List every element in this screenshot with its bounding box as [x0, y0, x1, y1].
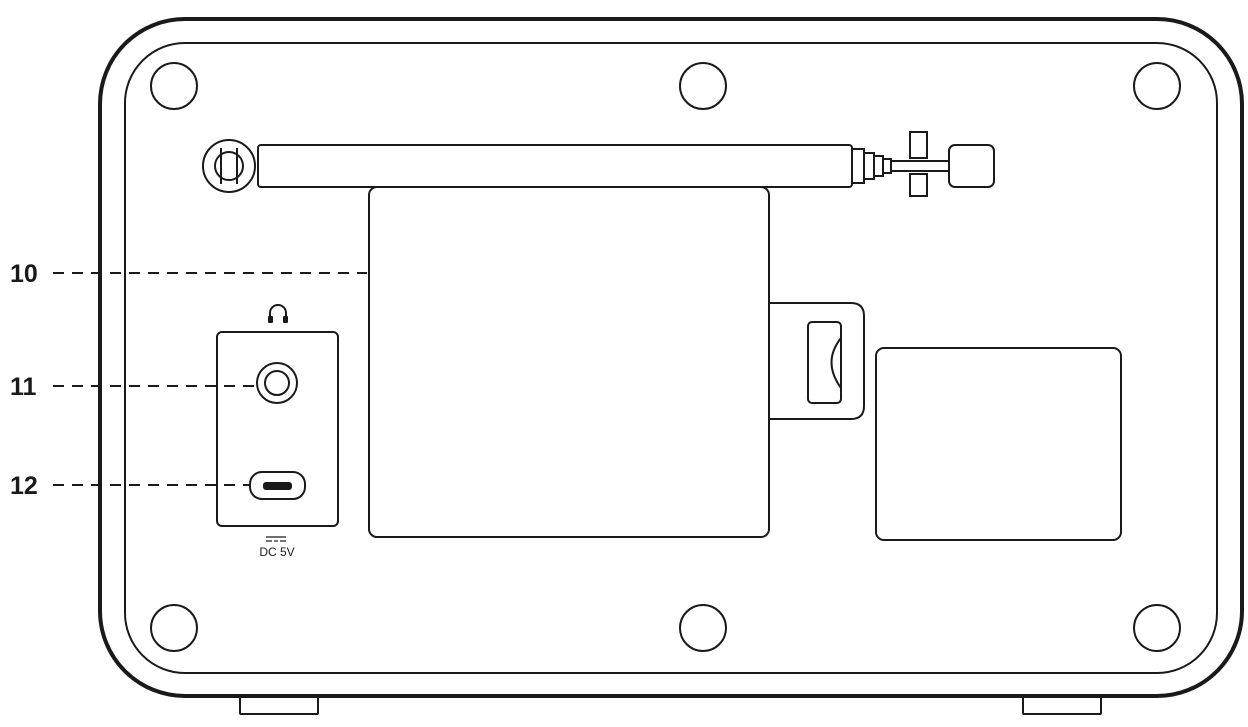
antenna-segment — [873, 155, 884, 177]
antenna-segment — [882, 158, 892, 174]
antenna-clip-top — [909, 131, 928, 159]
foot-right — [1022, 695, 1102, 715]
cover-panel — [368, 186, 770, 538]
antenna-tip-shaft — [890, 160, 950, 172]
card-holder — [769, 302, 865, 420]
screw-hole — [150, 604, 198, 652]
screw-holes — [150, 62, 1181, 652]
connector-panel — [216, 331, 339, 527]
callout-number: 12 — [10, 472, 38, 500]
antenna-segment — [863, 152, 875, 180]
card-holder-frame — [769, 302, 865, 420]
foot-left — [239, 695, 319, 715]
screw-hole — [1133, 62, 1181, 110]
dc-port-inner — [263, 482, 292, 490]
antenna-segment — [851, 148, 865, 184]
screw-hole — [679, 604, 727, 652]
antenna-pivot-inner — [214, 151, 244, 181]
card-slot-notch — [830, 337, 842, 389]
callout-number: 11 — [10, 373, 37, 401]
headphone-icon — [268, 304, 288, 323]
back-panel-outline — [124, 42, 1218, 674]
antenna-pivot-outer — [202, 139, 256, 193]
antenna-pivot-hinge — [220, 148, 238, 184]
antenna-tip-cap — [948, 144, 995, 188]
label-plate — [875, 347, 1122, 541]
screw-hole — [150, 62, 198, 110]
radio-body-outline — [98, 17, 1244, 698]
dc-symbol — [266, 536, 286, 542]
headphone-jack-inner — [264, 370, 290, 396]
antenna-clip-bottom — [909, 173, 928, 197]
dc-power-label: DC 5V — [259, 545, 294, 559]
headphone-jack-outer — [256, 362, 298, 404]
screw-hole — [1133, 604, 1181, 652]
card-slot — [807, 321, 842, 404]
antenna-rod — [257, 144, 853, 188]
callout-number: 10 — [10, 260, 38, 288]
screw-hole — [679, 62, 727, 110]
